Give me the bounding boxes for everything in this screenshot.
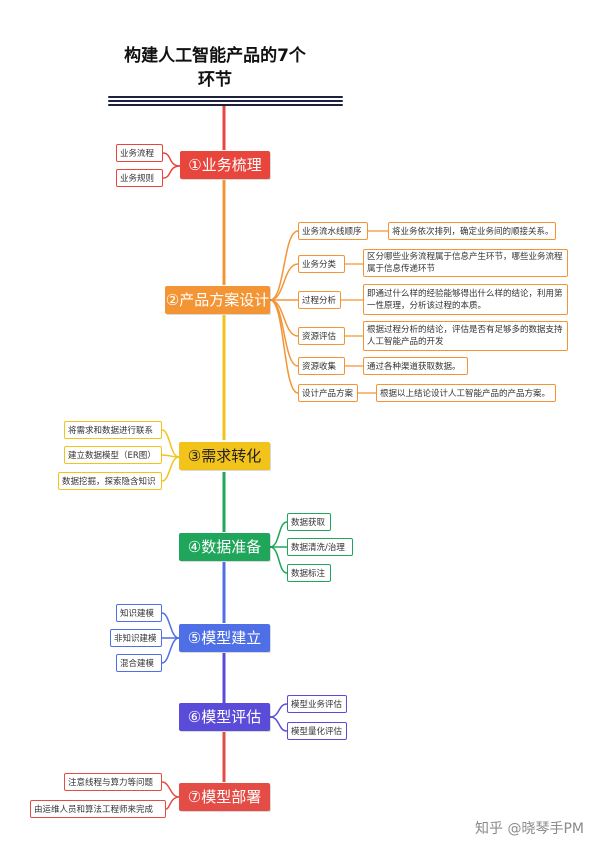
diagram-title: 构建人工智能产品的7个 环节 <box>90 44 340 92</box>
leaf-resource-evaluation: 资源评估 <box>298 327 345 345</box>
leaf-threads-compute: 注意线程与算力等问题 <box>64 773 162 791</box>
leaf-business-classification: 业务分类 <box>298 255 345 273</box>
leaf-design-product-plan: 设计产品方案 <box>298 384 358 402</box>
leaf-hybrid-modeling: 混合建模 <box>116 654 162 672</box>
leaf-model-business-evaluation: 模型业务评估 <box>287 695 347 713</box>
node-model-deployment: ⑦模型部署 <box>179 783 270 811</box>
leaf-non-knowledge-modeling: 非知识建模 <box>110 629 162 647</box>
leaf-build-data-model: 建立数据模型（ER图） <box>64 446 162 464</box>
watermark: 知乎 @晓琴手PM <box>475 821 584 837</box>
title-underline <box>108 96 343 106</box>
leaf-resource-collection-desc: 通过各种渠道获取数据。 <box>363 357 468 375</box>
leaf-business-rules: 业务规则 <box>116 169 163 187</box>
leaf-data-acquisition: 数据获取 <box>287 513 331 531</box>
leaf-process-order-desc: 将业务依次排列，确定业务间的顺接关系。 <box>388 222 556 240</box>
leaf-process-analysis: 过程分析 <box>298 291 341 309</box>
node-data-preparation: ④数据准备 <box>179 533 270 561</box>
leaf-data-mining: 数据挖掘，探索隐含知识 <box>58 472 162 490</box>
node-business-analysis: ①业务梳理 <box>180 151 270 179</box>
leaf-knowledge-modeling: 知识建模 <box>116 604 162 622</box>
leaf-resource-collection: 资源收集 <box>298 357 345 375</box>
leaf-model-quant-evaluation: 模型量化评估 <box>287 722 347 740</box>
node-requirement-transformation: ③需求转化 <box>179 442 270 470</box>
title-line-2: 环节 <box>198 70 232 90</box>
leaf-business-process: 业务流程 <box>116 144 163 162</box>
leaf-link-requirements-data: 将需求和数据进行联系 <box>64 421 162 439</box>
leaf-business-classification-desc: 区分哪些业务流程属于信息产生环节，哪些业务流程属于信息传递环节 <box>363 249 568 277</box>
title-line-1: 构建人工智能产品的7个 <box>124 46 306 66</box>
leaf-resource-evaluation-desc: 根据过程分析的结论，评估是否有足够多的数据支持人工智能产品的开发 <box>363 321 568 351</box>
leaf-data-cleaning: 数据清洗/治理 <box>287 538 353 556</box>
leaf-process-analysis-desc: 即通过什么样的经验能够得出什么样的结论，利用第一性原理，分析该过程的本质。 <box>363 284 568 315</box>
leaf-design-product-plan-desc: 根据以上结论设计人工智能产品的产品方案。 <box>376 384 556 402</box>
node-model-building: ⑤模型建立 <box>179 624 270 652</box>
node-product-plan-design: ②产品方案设计 <box>165 286 270 314</box>
leaf-ops-algorithm-engineers: 由运维人员和算法工程师来完成 <box>30 800 166 818</box>
leaf-data-labeling: 数据标注 <box>287 564 331 582</box>
node-model-evaluation: ⑥模型评估 <box>179 703 270 731</box>
leaf-process-order: 业务流水线顺序 <box>298 222 368 240</box>
